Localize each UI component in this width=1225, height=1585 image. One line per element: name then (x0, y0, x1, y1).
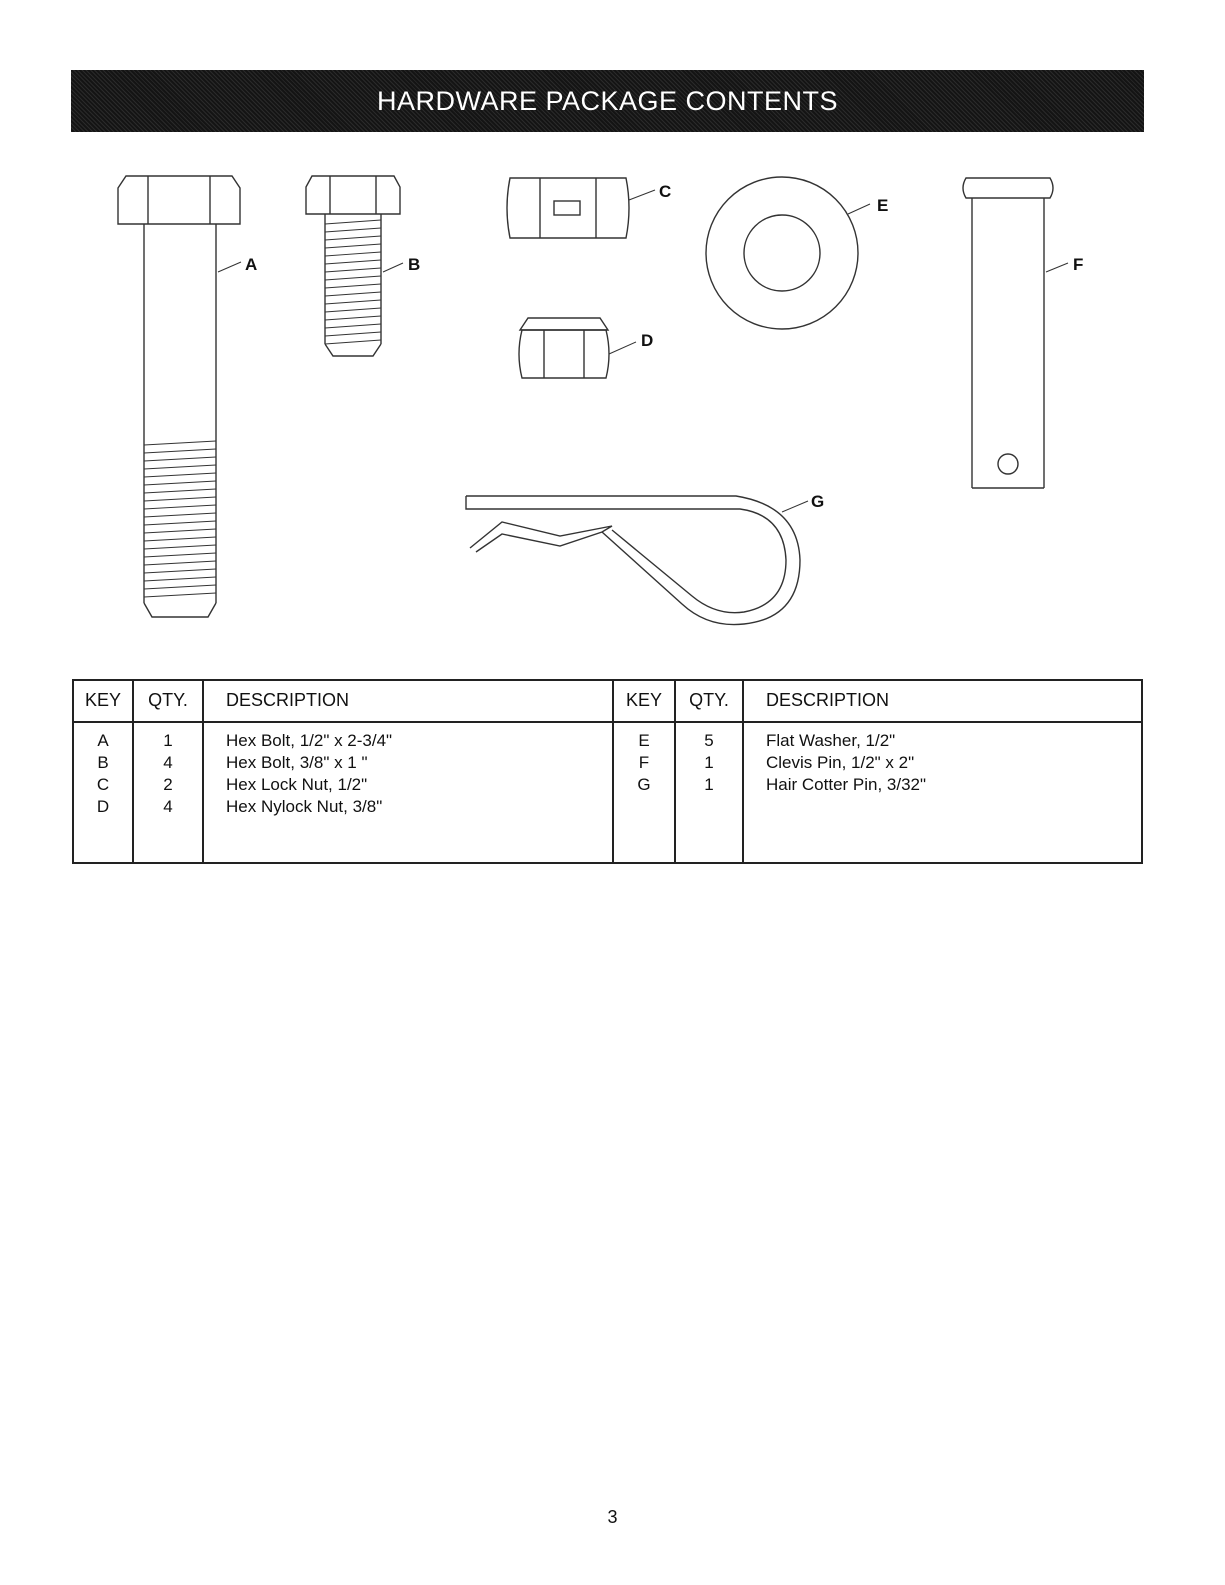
header-description-left: DESCRIPTION (226, 690, 349, 711)
header-key-left: KEY (74, 690, 132, 711)
row-a-description: Hex Bolt, 1/2" x 2-3/4" (226, 731, 392, 751)
hex-lock-nut-c-drawing (507, 178, 655, 238)
callout-f: F (1073, 255, 1083, 275)
hair-cotter-pin-g-drawing (466, 496, 808, 625)
hex-nylock-nut-d-drawing (519, 318, 636, 378)
callout-d: D (641, 331, 653, 351)
callout-c: C (659, 182, 671, 202)
callout-b: B (408, 255, 420, 275)
header-qty-right: QTY. (676, 690, 742, 711)
row-g-description: Hair Cotter Pin, 3/32" (766, 775, 926, 795)
row-c-key: C (74, 775, 132, 795)
header-divider (74, 721, 1141, 723)
header-qty-left: QTY. (134, 690, 202, 711)
row-e-description: Flat Washer, 1/2" (766, 731, 895, 751)
row-a-key: A (74, 731, 132, 751)
row-e-qty: 5 (676, 731, 742, 751)
row-f-key: F (614, 753, 674, 773)
row-e-key: E (614, 731, 674, 751)
row-f-description: Clevis Pin, 1/2" x 2" (766, 753, 914, 773)
row-g-qty: 1 (676, 775, 742, 795)
row-g-key: G (614, 775, 674, 795)
row-d-description: Hex Nylock Nut, 3/8" (226, 797, 382, 817)
column-divider (742, 681, 744, 862)
row-c-qty: 2 (134, 775, 202, 795)
hex-bolt-a-drawing (118, 176, 241, 617)
hex-bolt-b-drawing (306, 176, 403, 356)
column-divider (202, 681, 204, 862)
row-b-description: Hex Bolt, 3/8" x 1 " (226, 753, 368, 773)
page-number: 3 (0, 1507, 1225, 1528)
hardware-illustration: A B C D E F G (0, 0, 1225, 680)
row-b-key: B (74, 753, 132, 773)
row-d-key: D (74, 797, 132, 817)
callout-e: E (877, 196, 888, 216)
callout-a: A (245, 255, 257, 275)
parts-table: KEY QTY. DESCRIPTION KEY QTY. DESCRIPTIO… (72, 679, 1143, 864)
flat-washer-e-drawing (706, 177, 870, 329)
row-c-description: Hex Lock Nut, 1/2" (226, 775, 367, 795)
clevis-pin-f-drawing (963, 178, 1068, 488)
header-description-right: DESCRIPTION (766, 690, 889, 711)
row-a-qty: 1 (134, 731, 202, 751)
row-b-qty: 4 (134, 753, 202, 773)
callout-g: G (811, 492, 824, 512)
row-d-qty: 4 (134, 797, 202, 817)
header-key-right: KEY (614, 690, 674, 711)
row-f-qty: 1 (676, 753, 742, 773)
